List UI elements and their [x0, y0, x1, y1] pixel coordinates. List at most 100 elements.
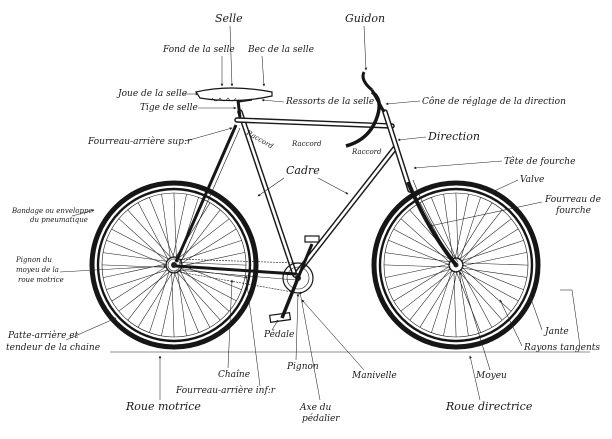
label-bandage-2: du pneumatique: [30, 216, 88, 224]
label-patte-2: tendeur de la chaine: [6, 343, 100, 353]
saddle: [195, 87, 273, 119]
label-fourreau-fourche-1: Fourreau de: [544, 195, 601, 205]
label-ressorts-selle: Ressorts de la selle: [285, 97, 374, 107]
spoke: [460, 209, 503, 263]
spoke: [431, 197, 457, 260]
label-tete-fourche: Tête de fourche: [504, 156, 575, 167]
spoke: [385, 252, 451, 263]
label-valve: Valve: [520, 175, 544, 185]
spoke: [179, 240, 242, 261]
spoke: [461, 262, 529, 266]
leader-lines: [59, 25, 581, 401]
spoke: [111, 265, 168, 302]
spoke: [171, 271, 175, 338]
spoke: [419, 270, 456, 328]
spoke: [458, 270, 469, 336]
spoke: [180, 262, 247, 266]
spoke: [149, 270, 170, 333]
label-roue-motrice: Roue motrice: [125, 400, 201, 413]
spoke: [453, 270, 457, 338]
spoke: [161, 271, 176, 336]
label-guidon: Guidon: [345, 12, 385, 25]
spoke: [172, 194, 187, 259]
spoke: [106, 240, 168, 266]
label-manivelle: Manivelle: [351, 371, 397, 381]
label-fourreau-arriere-inf: Fourreau-arrière inf:r: [175, 385, 276, 396]
rear-spokes: [101, 192, 247, 338]
spoke: [103, 252, 168, 262]
spoke: [458, 218, 512, 261]
label-roue-directrice: Roue directrice: [445, 400, 533, 413]
spoke: [137, 271, 174, 328]
label-joue-selle: Joue de la selle: [116, 89, 187, 99]
label-direction: Direction: [427, 130, 480, 143]
label-cone-reglage: Cône de réglage de la direction: [422, 96, 566, 107]
spoke: [388, 268, 452, 290]
label-fourreau-fourche-2: fourche: [555, 206, 591, 216]
spoke: [385, 263, 451, 278]
label-raccord-3: Raccord: [351, 148, 382, 156]
spoke: [461, 252, 527, 267]
label-moyeu: Moyeu: [475, 371, 507, 381]
spoke: [127, 209, 172, 259]
spoke: [431, 269, 453, 333]
label-bec-selle: Bec de la selle: [247, 45, 314, 55]
rear-wheel: [89, 180, 259, 350]
spoke: [177, 271, 187, 336]
spoke: [454, 194, 469, 260]
label-selle: Selle: [215, 12, 243, 25]
spoke: [173, 271, 199, 333]
label-cadre: Cadre: [286, 164, 320, 177]
spoke: [180, 267, 230, 312]
spoke: [460, 240, 524, 262]
label-fond-selle: Fond de la selle: [162, 45, 235, 55]
spoke: [459, 197, 481, 261]
spoke: [127, 268, 169, 321]
label-jante: Jante: [543, 327, 569, 337]
spoke: [393, 265, 451, 302]
labels: Selle Guidon Fond de la selle Bec de la …: [6, 12, 601, 424]
spoke: [118, 270, 171, 312]
spoke: [459, 269, 519, 302]
spoke: [443, 194, 454, 260]
spoke: [400, 269, 454, 312]
spoke: [461, 267, 527, 278]
spoke: [456, 202, 493, 260]
label-chaine: Chaîne: [218, 369, 250, 380]
spoke: [383, 264, 451, 268]
spoke: [180, 228, 237, 265]
spoke: [161, 194, 171, 259]
label-pignon-bas: Pignon: [286, 362, 319, 372]
spoke: [179, 269, 211, 328]
spoke: [461, 266, 512, 312]
label-bandage-1: Bandage ou enveloppe: [11, 207, 93, 215]
handlebar: [345, 71, 386, 148]
spoke: [179, 209, 221, 262]
front-wheel: [371, 180, 541, 350]
spoke: [177, 218, 230, 260]
label-rayons: Rayons tangents: [523, 343, 600, 353]
spoke: [173, 192, 177, 259]
spoke: [149, 197, 175, 259]
label-raccord-2: Raccord: [291, 140, 322, 148]
label-axe-pedalier-2: pédalier: [302, 413, 340, 424]
drivetrain: [167, 235, 320, 324]
spoke: [118, 218, 168, 263]
label-pignon-1: Pignon du: [15, 256, 52, 264]
spoke: [455, 270, 481, 333]
spoke: [101, 264, 168, 268]
frame: [174, 109, 459, 281]
label-patte-1: Patte-arrière et: [7, 330, 79, 341]
spoke: [461, 228, 519, 265]
spoke: [178, 270, 237, 302]
spoke: [409, 267, 452, 321]
spoke: [106, 269, 169, 290]
spoke: [180, 252, 245, 267]
label-pignon-3: roue motrice: [18, 276, 64, 284]
spoke: [457, 270, 503, 321]
spoke: [103, 263, 168, 278]
spoke: [461, 264, 524, 290]
label-fourreau-arriere-sup: Fourreau-arrière sup:r: [87, 136, 192, 147]
